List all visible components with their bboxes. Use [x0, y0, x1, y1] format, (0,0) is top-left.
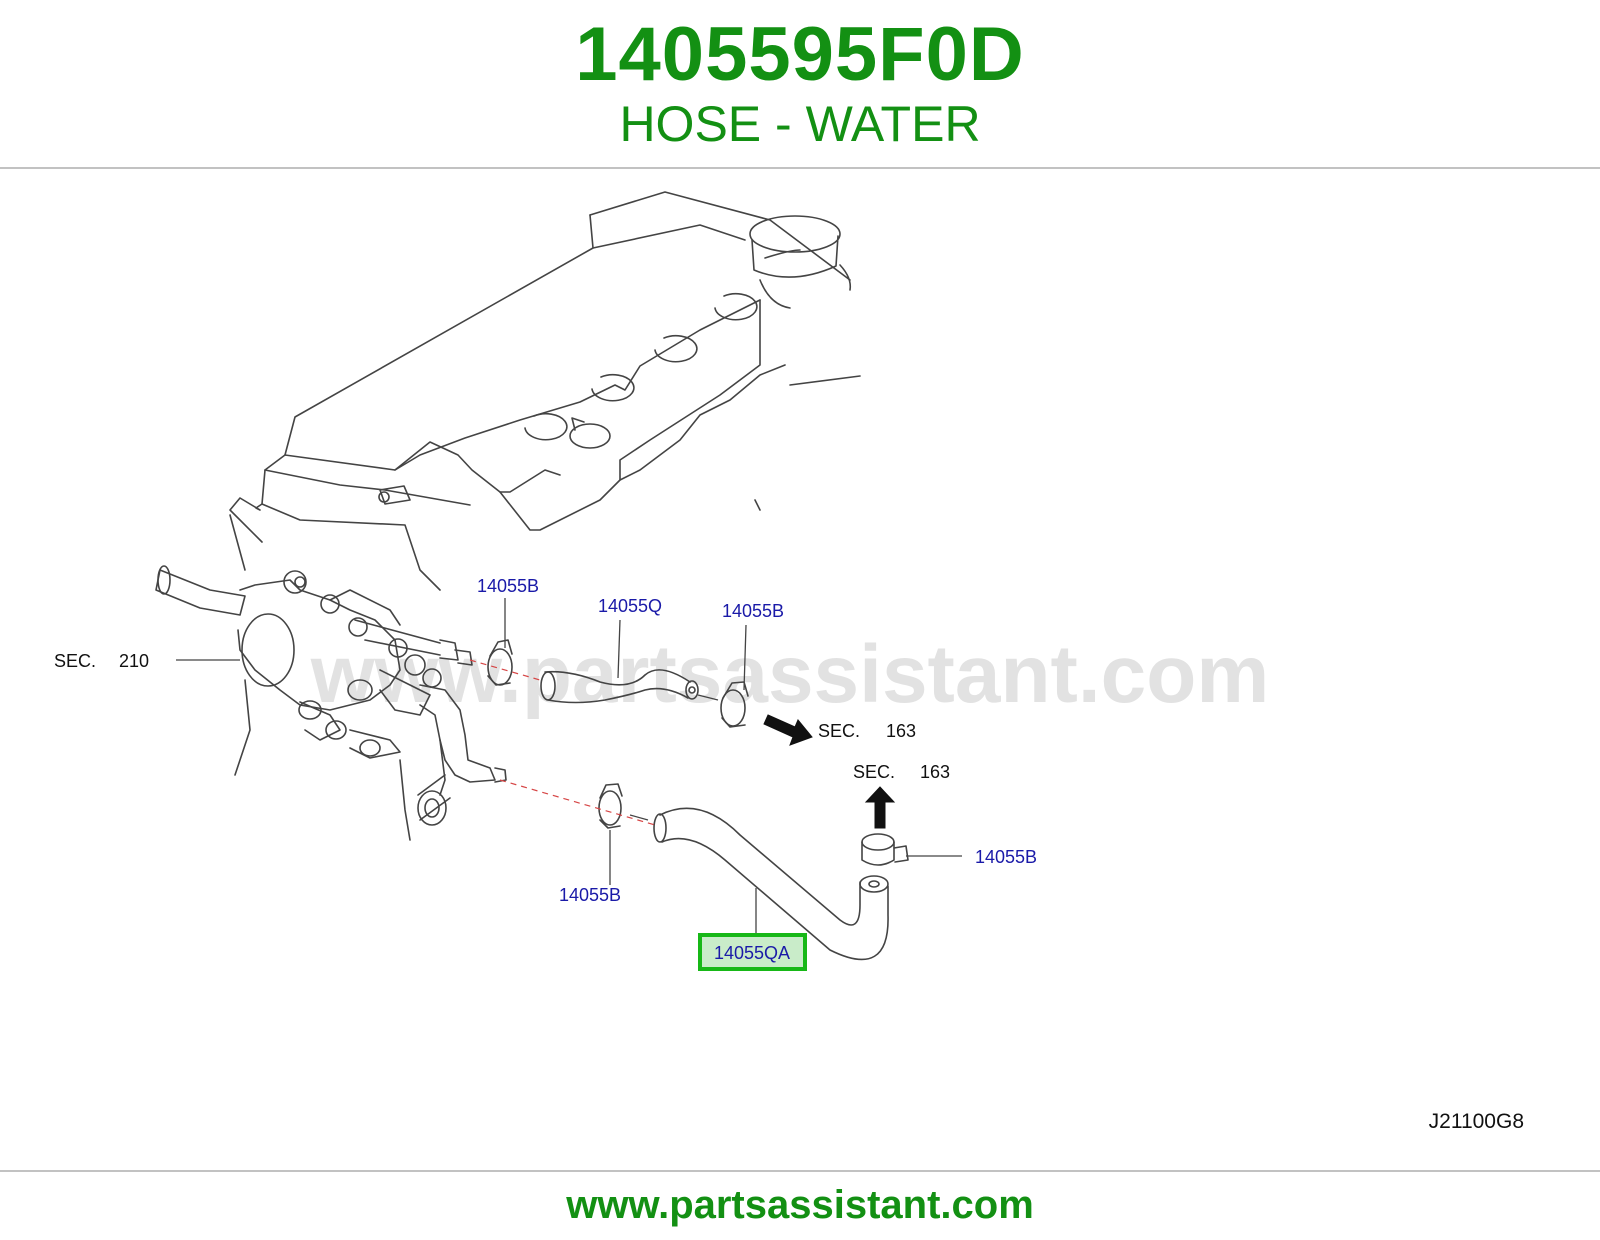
highlight-box: [698, 933, 807, 971]
callout-hose-lower[interactable]: 14055QA: [714, 943, 790, 963]
callouts: 14055B 14055Q 14055B 14055B 14055B: [477, 576, 1037, 905]
callout-clamp-upper-left[interactable]: 14055B: [477, 576, 539, 596]
callout-hose-upper[interactable]: 14055Q: [598, 596, 662, 616]
arrow-up-icon: [864, 786, 896, 829]
sec-163-right-label: SEC.: [818, 721, 860, 741]
connector-dashes: [629, 694, 719, 821]
upper-hose-14055q: [540, 669, 699, 704]
lower-clamp-right: [861, 833, 909, 866]
sec-163-up-label: SEC.: [853, 762, 895, 782]
water-outlet-housing: [155, 514, 507, 841]
bottom-divider: [0, 1170, 1600, 1172]
engine-rocker-cover: [229, 191, 861, 591]
part-name: HOSE - WATER: [619, 96, 981, 152]
footer-url[interactable]: www.partsassistant.com: [566, 1183, 1034, 1227]
parts-diagram: www.partsassistant.com: [0, 170, 1600, 1170]
sec-163-right-number: 163: [886, 721, 916, 741]
lower-clamp-left: [598, 783, 623, 829]
callout-clamp-upper-right[interactable]: 14055B: [722, 601, 784, 621]
section-references: SEC. 210 SEC. 163 SEC. 163: [54, 651, 950, 782]
watermark: www.partsassistant.com: [310, 629, 1270, 720]
part-number: 1405595F0D: [575, 12, 1025, 97]
diagram-code: J21100G8: [1429, 1110, 1524, 1133]
alignment-lines: [469, 659, 656, 826]
upper-clamp-left: [487, 639, 513, 686]
diagram-svg: www.partsassistant.com: [54, 191, 1524, 1133]
leader-lines: [176, 598, 962, 935]
header: 1405595F0D HOSE - WATER: [0, 0, 1600, 168]
callout-clamp-lower-left[interactable]: 14055B: [559, 885, 621, 905]
upper-clamp-right: [720, 681, 749, 728]
arrow-right-icon: [763, 714, 813, 746]
sec-210-number: 210: [119, 651, 149, 671]
sec-163-up-number: 163: [920, 762, 950, 782]
sec-210-label: SEC.: [54, 651, 96, 671]
lower-hose-14055qa: [653, 807, 889, 961]
callout-clamp-lower-right[interactable]: 14055B: [975, 847, 1037, 867]
top-divider: [0, 167, 1600, 169]
